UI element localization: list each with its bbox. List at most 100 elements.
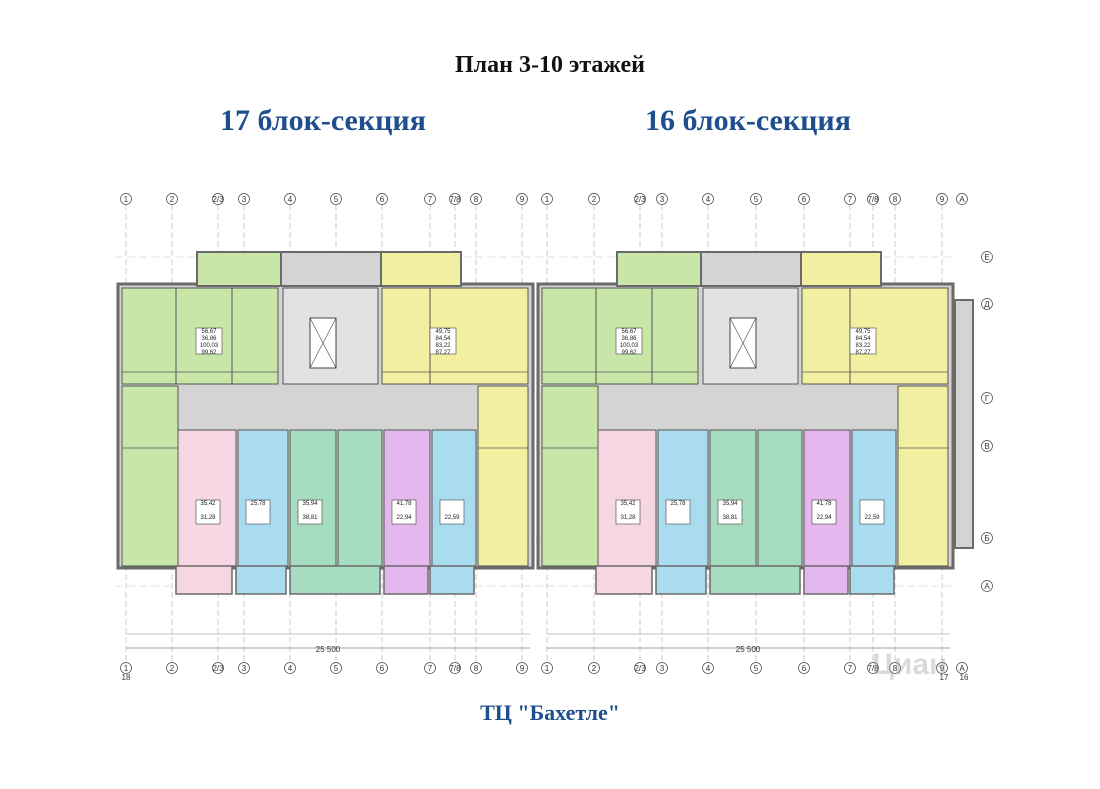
axis-marker-right <box>981 251 993 263</box>
apartment-lower <box>709 429 757 567</box>
balcony-top-left <box>616 251 702 287</box>
apartment-lower <box>337 429 383 567</box>
apartment-lower <box>757 429 803 567</box>
axis-label-bottom: 7/8 <box>867 664 879 673</box>
stair-top <box>700 251 802 287</box>
loggia-bottom <box>429 565 475 595</box>
axis-marker-right <box>981 298 993 310</box>
axis-label-bottom: 6 <box>380 664 385 673</box>
axis-label-top: 4 <box>288 195 293 204</box>
section-number-label: 18 <box>122 673 131 682</box>
axis-marker-right <box>981 440 993 452</box>
elevator-cross <box>309 317 337 369</box>
footer-caption: ТЦ "Бахетле" <box>480 700 620 725</box>
axis-label-top: 1 <box>545 195 550 204</box>
axis-label-bottom: 5 <box>334 664 339 673</box>
axis-label-top: 9 <box>520 195 525 204</box>
axis-marker-top <box>516 193 528 205</box>
axis-label-right: Е <box>984 253 989 262</box>
axis-label-bottom: 7 <box>428 664 433 673</box>
axis-marker-bottom <box>956 662 968 674</box>
axis-marker-top <box>330 193 342 205</box>
axis-label-top: 2 <box>170 195 175 204</box>
axis-label-bottom: 2/3 <box>212 664 224 673</box>
axis-marker-top <box>212 193 224 205</box>
loggia-bottom <box>289 565 381 595</box>
axis-marker-right <box>981 580 993 592</box>
dimension-label: 25 500 <box>736 645 761 654</box>
section-title-16: 16 блок-секция <box>645 104 851 137</box>
axis-label-top: 9 <box>940 195 945 204</box>
axis-marker-top <box>376 193 388 205</box>
apartment-info-box <box>615 327 643 355</box>
axis-label-bottom: 5 <box>754 664 759 673</box>
axis-marker-bottom <box>470 662 482 674</box>
apartment-area-label: 41,78 <box>396 501 412 507</box>
apartment-info-box <box>665 499 691 525</box>
axis-label-top: 5 <box>334 195 339 204</box>
axis-marker-bottom <box>844 662 856 674</box>
apartment-yellow-right <box>477 385 529 567</box>
axis-label-top: 7 <box>428 195 433 204</box>
axis-marker-top <box>541 193 553 205</box>
apartment-area-label: 25,78 <box>670 501 686 507</box>
axis-label-bottom: 7/8 <box>449 664 461 673</box>
axis-label-right: В <box>984 442 989 451</box>
apartment-area-label: 56,67 <box>201 329 217 335</box>
axis-label-bottom: 7 <box>848 664 853 673</box>
apartment-area-label: 83,22 <box>855 343 871 349</box>
apartment-area-label: 100,03 <box>620 343 639 349</box>
axis-label-bottom: 1 <box>124 664 129 673</box>
axis-label-bottom: 9 <box>940 664 945 673</box>
axis-marker-top <box>936 193 948 205</box>
apartment-area-label: 22,59 <box>444 515 460 521</box>
apartment-info-box <box>195 327 223 355</box>
apartment-area-label: 35,42 <box>620 501 636 507</box>
axis-marker-bottom <box>166 662 178 674</box>
watermark-logo: Циан <box>872 648 948 681</box>
axis-label-right: Б <box>984 534 989 543</box>
axis-label-bottom: 2 <box>592 664 597 673</box>
apartment-area-label: 100,03 <box>200 343 219 349</box>
axis-marker-bottom <box>750 662 762 674</box>
apartment-lower <box>289 429 337 567</box>
axis-label-top: А <box>959 195 965 204</box>
axis-marker-top <box>889 193 901 205</box>
axis-label-bottom: 8 <box>474 664 479 673</box>
page-title: План 3-10 этажей <box>455 52 645 78</box>
apartment-info-box <box>391 499 417 525</box>
apartment-area-label: 36,86 <box>621 336 637 342</box>
axis-label-bottom: 2 <box>170 664 175 673</box>
axis-label-top: 8 <box>893 195 898 204</box>
apartment-info-box <box>849 327 877 355</box>
axis-marker-bottom <box>516 662 528 674</box>
axis-label-right: Г <box>985 394 990 403</box>
apartment-lower <box>237 429 289 567</box>
loggia-bottom <box>235 565 287 595</box>
axis-marker-bottom <box>238 662 250 674</box>
axis-marker-bottom <box>798 662 810 674</box>
axis-marker-bottom <box>936 662 948 674</box>
apartment-area-label: 99,62 <box>621 350 637 356</box>
apartment-lower <box>657 429 709 567</box>
loggia-bottom <box>595 565 653 595</box>
corridor <box>602 390 894 428</box>
axis-marker-bottom <box>449 662 461 674</box>
axis-marker-bottom <box>702 662 714 674</box>
apartment-area-label: 35,42 <box>200 501 216 507</box>
apartment-area-label: 56,67 <box>621 329 637 335</box>
axis-marker-bottom <box>376 662 388 674</box>
axis-label-top: 7 <box>848 195 853 204</box>
section-number-label: 17 <box>940 673 949 682</box>
axis-marker-bottom <box>867 662 879 674</box>
apartment-info-box <box>615 499 641 525</box>
apartment-area-label: 87,27 <box>855 350 871 356</box>
apartment-lower <box>431 429 477 567</box>
apartment-lower <box>597 429 657 567</box>
apartment-green-left <box>121 385 179 567</box>
axis-label-top: 2 <box>592 195 597 204</box>
axis-marker-top <box>470 193 482 205</box>
axis-marker-right <box>981 532 993 544</box>
apartment-area-label: 41,78 <box>816 501 832 507</box>
apartment-lower <box>177 429 237 567</box>
